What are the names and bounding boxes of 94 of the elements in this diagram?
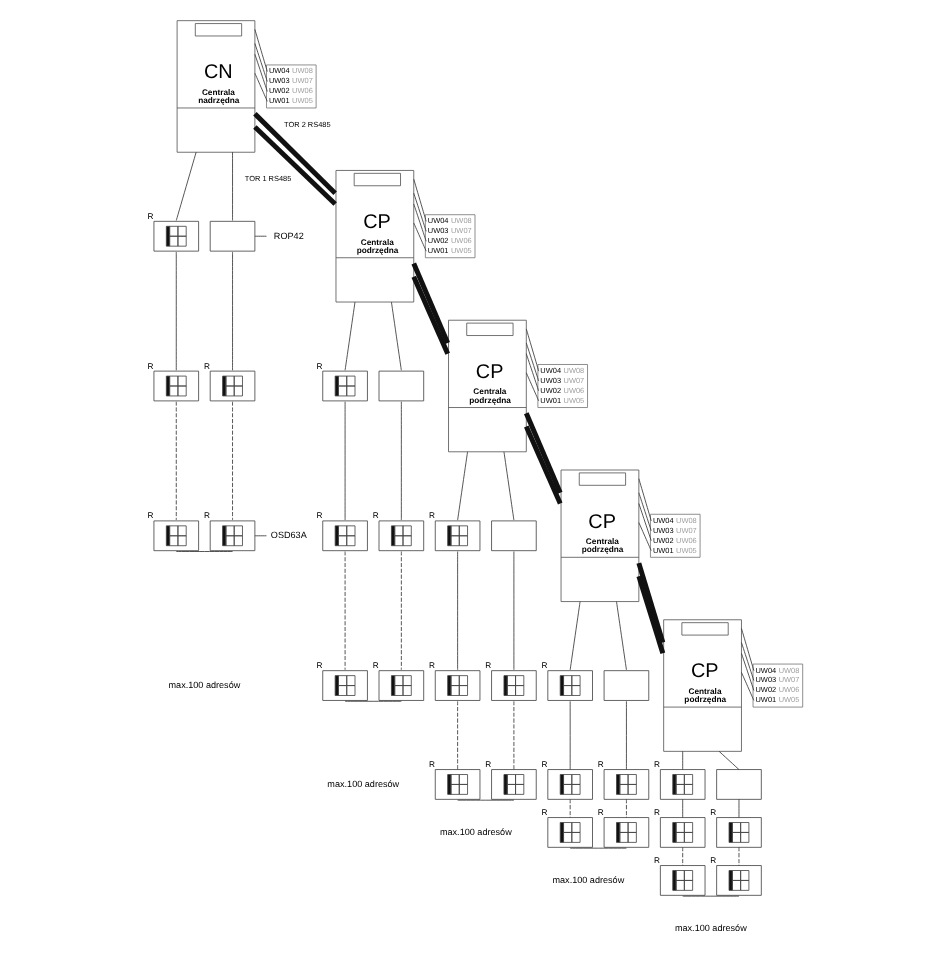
- node-box: [208, 220, 255, 252]
- node-box: [433, 520, 480, 552]
- connector: [524, 353, 539, 392]
- connector: [456, 799, 514, 801]
- node-box: [433, 670, 480, 701]
- connector: [637, 522, 651, 552]
- connector: [740, 642, 754, 681]
- connector: [717, 750, 739, 770]
- connector: [343, 551, 345, 671]
- connector: [412, 203, 426, 242]
- node-box: [715, 769, 761, 800]
- connector: [231, 401, 232, 521]
- connector: [252, 112, 336, 195]
- connector: [456, 451, 467, 521]
- connector: [502, 451, 514, 521]
- connector: [568, 847, 626, 849]
- connector: [523, 425, 562, 505]
- node-box: [658, 865, 705, 896]
- node-box: [152, 220, 199, 252]
- connector: [524, 372, 539, 402]
- connector: [390, 301, 401, 371]
- connector: [524, 342, 539, 382]
- node-box: [658, 817, 705, 848]
- node-box: [490, 769, 536, 800]
- connector: [412, 222, 426, 252]
- connector: [635, 575, 665, 655]
- node-box: [377, 370, 424, 402]
- node-box: [321, 520, 367, 552]
- node-box: [490, 670, 536, 701]
- node-box: [602, 769, 649, 800]
- connector: [399, 551, 401, 671]
- node-box: [152, 520, 199, 552]
- connector: [512, 700, 514, 770]
- connector: [253, 43, 267, 82]
- connector: [568, 700, 570, 770]
- connector: [399, 401, 401, 521]
- connector: [681, 798, 683, 818]
- node-box: [602, 670, 649, 701]
- connector: [625, 798, 626, 818]
- connector: [568, 601, 580, 671]
- connector: [524, 328, 539, 372]
- connector: [512, 551, 514, 671]
- connector: [568, 798, 570, 818]
- connector: [410, 275, 449, 355]
- connector: [681, 846, 683, 866]
- connector: [343, 700, 401, 702]
- node-box: [321, 370, 367, 402]
- connector: [174, 401, 176, 521]
- node-box: [490, 520, 536, 552]
- connector: [253, 535, 266, 537]
- connector: [174, 251, 176, 371]
- connector: [625, 700, 626, 770]
- node-box: [433, 769, 480, 800]
- connector: [253, 28, 267, 72]
- connector: [737, 846, 739, 866]
- connector: [231, 151, 232, 221]
- connector: [252, 125, 336, 206]
- connector: [740, 652, 754, 691]
- node-box: [377, 670, 424, 701]
- node-box: [658, 769, 705, 800]
- connector: [174, 151, 196, 221]
- connector: [412, 192, 426, 232]
- connector: [231, 251, 232, 371]
- connector: [410, 262, 449, 344]
- node-box: [546, 670, 592, 701]
- connector: [637, 503, 651, 542]
- connector: [615, 601, 626, 671]
- connector: [740, 671, 754, 701]
- connector: [681, 750, 683, 770]
- node-box: [208, 520, 255, 552]
- node-box: [546, 769, 592, 800]
- connector: [343, 301, 355, 371]
- node-box: [152, 370, 199, 402]
- connector: [456, 551, 458, 671]
- node-box: [546, 817, 592, 848]
- node-box: [602, 817, 649, 848]
- connector: [637, 492, 651, 532]
- node-box: [715, 817, 761, 848]
- node-box: [208, 370, 255, 402]
- connector: [253, 53, 267, 92]
- connector: [635, 562, 665, 644]
- connector: [412, 178, 426, 222]
- node-box: [377, 520, 424, 552]
- connector: [523, 412, 562, 494]
- connector: [253, 72, 267, 102]
- connector: [253, 235, 266, 237]
- connector: [740, 628, 754, 672]
- node-box: [321, 670, 367, 701]
- node-box: [715, 865, 761, 896]
- connector: [174, 551, 232, 552]
- connector: [737, 798, 739, 818]
- connector: [456, 700, 458, 770]
- connector: [681, 895, 739, 897]
- connector: [637, 478, 651, 522]
